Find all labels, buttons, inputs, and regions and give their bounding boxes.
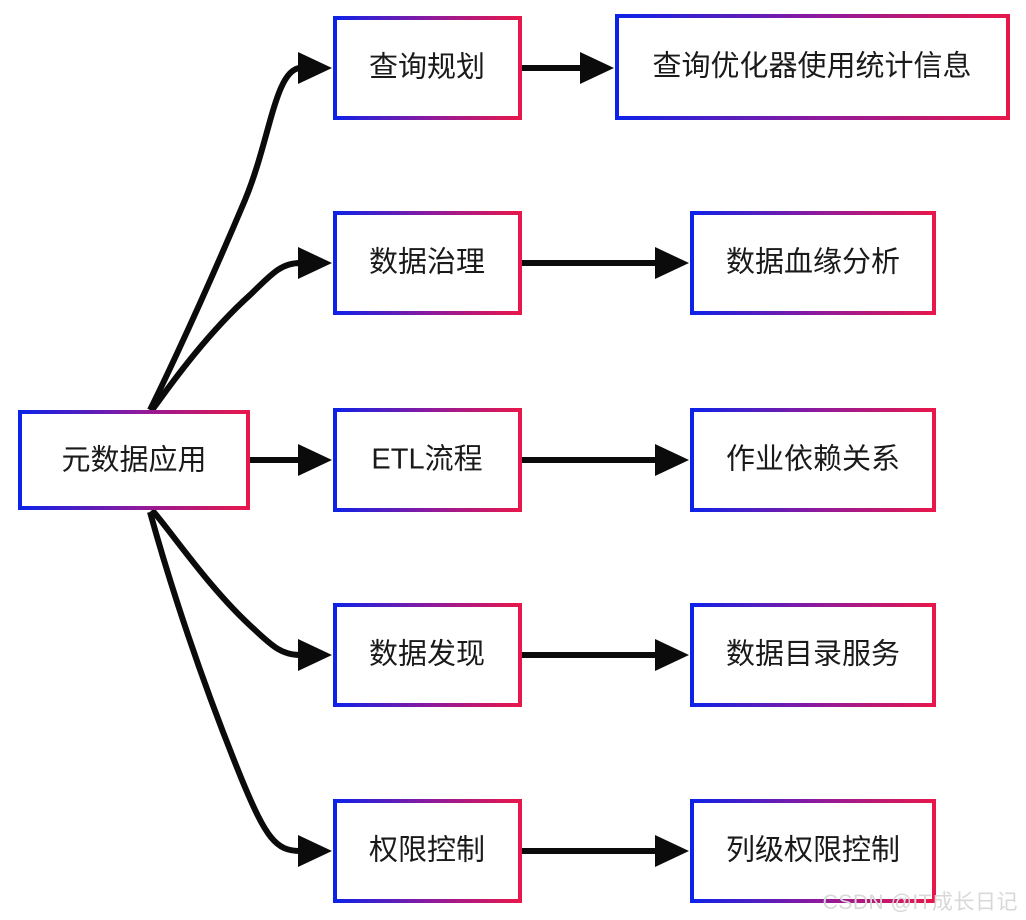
edge-data-discovery-to-data-catalog	[521, 639, 689, 671]
node-access-control[interactable]: 权限控制	[333, 799, 522, 903]
node-data-catalog-service-border	[690, 603, 936, 707]
node-job-dependency-background	[692, 410, 934, 510]
node-column-level-access-control-label: 列级权限控制	[726, 834, 900, 867]
edge-root-to-access-control	[147, 511, 332, 867]
node-data-discovery-label: 数据发现	[369, 638, 485, 671]
node-root-background	[20, 412, 248, 508]
edge-root-to-query-planning	[147, 52, 332, 412]
node-root-border	[18, 410, 250, 510]
node-data-lineage-analysis-border	[690, 211, 936, 315]
node-job-dependency[interactable]: 作业依赖关系	[690, 408, 936, 512]
edge-root-to-etl-process	[250, 444, 332, 476]
node-query-optimizer-stats-background	[617, 16, 1008, 118]
edge-query-planning-to-query-optimizer-stats	[521, 52, 614, 84]
edge-root-to-data-discovery	[149, 507, 332, 671]
node-data-governance-background	[335, 213, 520, 313]
node-etl-process-label: ETL流程	[371, 443, 482, 476]
node-root-label: 元数据应用	[61, 444, 206, 477]
node-column-level-access-control-background	[692, 801, 934, 901]
node-column-level-access-control-border	[690, 799, 936, 903]
edge-data-governance-to-data-lineage	[521, 247, 689, 279]
node-query-optimizer-stats-label: 查询优化器使用统计信息	[652, 50, 971, 83]
csdn-watermark: CSDN @IT成长日记	[822, 891, 1018, 914]
node-data-governance-label: 数据治理	[369, 246, 485, 279]
node-query-planning-border	[333, 16, 522, 120]
node-data-catalog-service-background	[692, 605, 934, 705]
node-query-planning-background	[335, 18, 520, 118]
node-data-governance-border	[333, 211, 522, 315]
node-data-lineage-analysis-background	[692, 213, 934, 313]
edges-layer	[147, 52, 689, 867]
node-query-optimizer-stats-border	[615, 14, 1010, 120]
node-column-level-access-control[interactable]: 列级权限控制	[690, 799, 936, 903]
edge-access-control-to-column-level	[521, 835, 689, 867]
node-etl-process-border	[333, 408, 522, 512]
node-data-governance[interactable]: 数据治理	[333, 211, 522, 315]
nodes-layer: 元数据应用 查询规划 查询优化器使用统计信息 数据治理	[18, 14, 1010, 903]
node-job-dependency-label: 作业依赖关系	[726, 443, 900, 476]
node-data-catalog-service-label: 数据目录服务	[726, 638, 900, 671]
node-data-discovery-border	[333, 603, 522, 707]
node-access-control-border	[333, 799, 522, 903]
node-etl-process[interactable]: ETL流程	[333, 408, 522, 512]
node-access-control-label: 权限控制	[369, 834, 485, 867]
node-job-dependency-border	[690, 408, 936, 512]
node-query-optimizer-stats[interactable]: 查询优化器使用统计信息	[615, 14, 1010, 120]
node-data-discovery-background	[335, 605, 520, 705]
node-etl-process-background	[335, 410, 520, 510]
node-access-control-background	[335, 801, 520, 901]
node-query-planning-label: 查询规划	[369, 51, 485, 84]
edge-root-to-data-governance	[149, 247, 332, 412]
node-data-lineage-analysis-label: 数据血缘分析	[726, 246, 900, 279]
edge-etl-to-job-dependency	[521, 444, 689, 476]
node-data-catalog-service[interactable]: 数据目录服务	[690, 603, 936, 707]
node-data-discovery[interactable]: 数据发现	[333, 603, 522, 707]
node-data-lineage-analysis[interactable]: 数据血缘分析	[690, 211, 936, 315]
node-query-planning[interactable]: 查询规划	[333, 16, 522, 120]
node-root[interactable]: 元数据应用	[18, 410, 250, 510]
